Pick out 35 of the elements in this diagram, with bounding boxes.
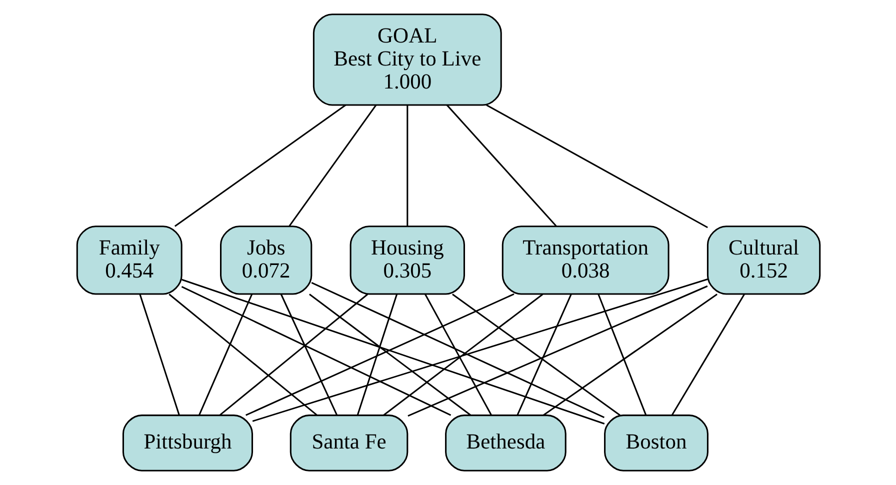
connector — [252, 278, 708, 422]
node-box: Pittsburgh — [122, 414, 253, 472]
connector — [424, 294, 492, 416]
connector — [198, 294, 252, 416]
connector — [486, 104, 708, 228]
connector — [407, 285, 708, 417]
node-box: Family 0.454 — [76, 226, 182, 295]
connector — [670, 294, 744, 416]
connector — [245, 293, 514, 416]
connector — [382, 294, 543, 416]
connector — [174, 104, 346, 227]
node-box: Jobs 0.072 — [220, 226, 312, 295]
connector — [308, 294, 470, 416]
connector — [219, 294, 368, 416]
connector — [168, 294, 317, 416]
node-box: Boston — [604, 414, 708, 472]
node-box: Housing 0.305 — [349, 226, 465, 295]
connector — [280, 294, 338, 416]
connector — [356, 294, 398, 416]
node-box: Santa Fe — [289, 414, 408, 472]
connector — [180, 286, 451, 416]
connector — [288, 104, 376, 226]
connector — [181, 278, 604, 424]
node-box: GOAL Best City to Live 1.000 — [312, 14, 502, 106]
connector — [597, 294, 646, 416]
connector — [406, 105, 408, 226]
node-box: Bethesda — [444, 414, 566, 472]
connector — [516, 294, 572, 416]
node-box: Transportation 0.038 — [501, 226, 669, 295]
connector — [542, 294, 717, 416]
connector — [310, 282, 604, 418]
node-box: Cultural 0.152 — [706, 226, 820, 295]
connector — [138, 294, 180, 416]
connector — [452, 294, 620, 416]
connector — [446, 104, 556, 226]
